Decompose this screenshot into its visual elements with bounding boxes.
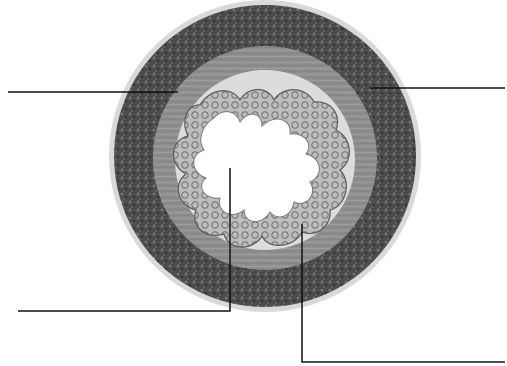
cross-section-diagram [0,0,507,366]
